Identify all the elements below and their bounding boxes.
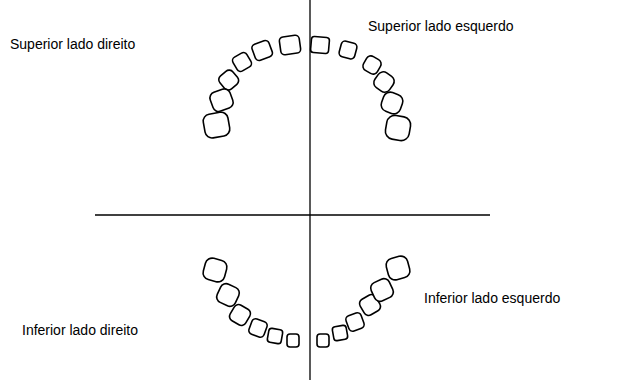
tooth xyxy=(345,312,366,333)
tooth xyxy=(385,255,412,282)
tooth xyxy=(248,318,269,339)
tooth xyxy=(202,111,231,139)
quadrant-label: Inferior lado direito xyxy=(22,322,138,339)
tooth xyxy=(228,303,253,328)
tooth xyxy=(317,334,329,347)
tooth xyxy=(384,114,412,142)
tooth xyxy=(287,334,299,347)
tooth xyxy=(310,36,329,54)
tooth xyxy=(267,328,283,344)
tooth xyxy=(251,39,274,61)
lower-arch xyxy=(202,255,412,347)
tooth xyxy=(202,257,229,284)
tooth xyxy=(369,277,396,304)
midline xyxy=(309,0,310,380)
tooth xyxy=(379,90,405,116)
tooth xyxy=(338,40,358,60)
quadrant-label: Inferior lado esquerdo xyxy=(424,290,560,307)
tooth xyxy=(231,51,253,73)
tooth xyxy=(332,325,348,341)
quadrant-label: Superior lado direito xyxy=(10,36,135,53)
quadrant-label: Superior lado esquerdo xyxy=(368,18,514,35)
occlusal-line xyxy=(95,214,490,215)
tooth xyxy=(279,35,301,56)
tooth xyxy=(371,69,396,94)
upper-arch xyxy=(202,35,412,142)
tooth xyxy=(208,87,235,113)
tooth xyxy=(217,68,241,92)
